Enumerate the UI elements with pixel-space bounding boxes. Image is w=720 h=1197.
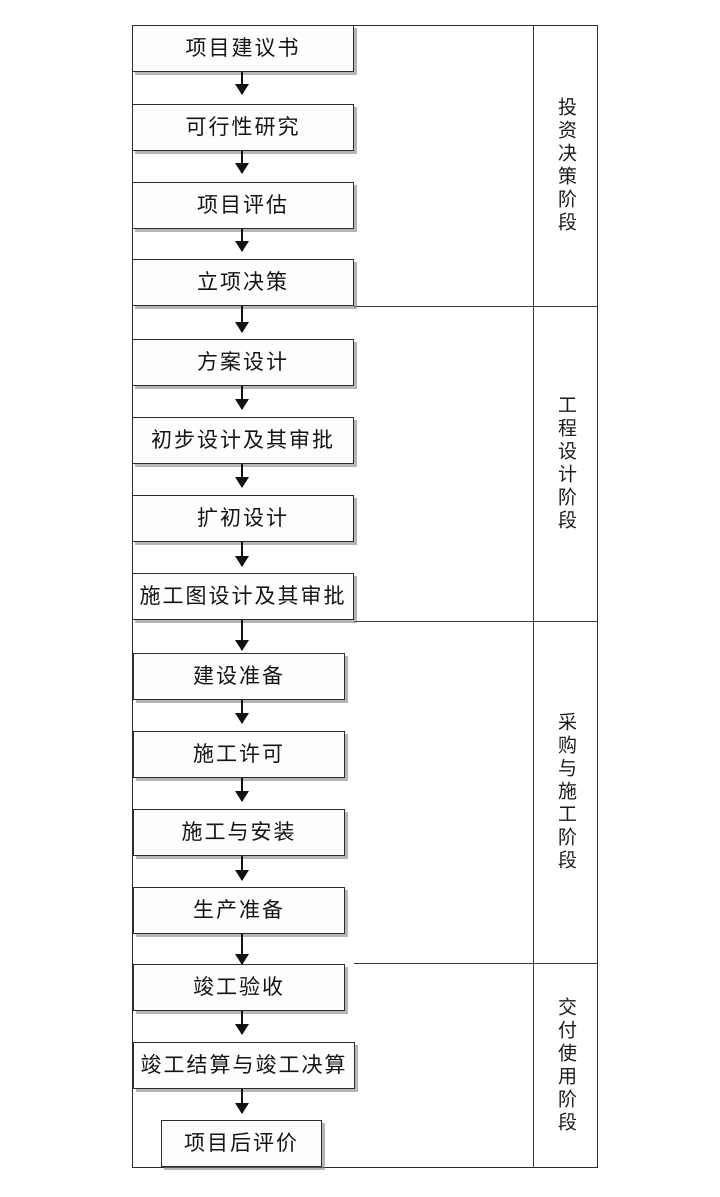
stage-divider-1 — [354, 306, 598, 307]
flow-node-label: 初步设计及其审批 — [151, 428, 335, 452]
flow-node-label: 方案设计 — [197, 350, 289, 374]
flow-node-construction-and-installation[interactable]: 施工与安装 — [133, 809, 345, 856]
flow-node-extended-preliminary-design[interactable]: 扩初设计 — [132, 495, 354, 542]
flow-node-label: 项目建议书 — [185, 36, 301, 60]
stage-label-investment-decision: 投资决策阶段 — [533, 25, 598, 306]
flow-node-project-proposal[interactable]: 项目建议书 — [132, 25, 354, 72]
flow-node-label: 可行性研究 — [185, 115, 301, 139]
stage-label-delivery-use: 交付使用阶段 — [533, 963, 598, 1168]
flow-arrow-6 — [241, 464, 244, 487]
flow-node-feasibility-study[interactable]: 可行性研究 — [132, 104, 354, 151]
flow-node-label: 生产准备 — [193, 898, 285, 922]
flow-arrow-7 — [241, 542, 244, 566]
flow-arrow-5 — [241, 386, 244, 409]
flow-node-completion-acceptance[interactable]: 竣工验收 — [133, 964, 345, 1011]
flow-node-label: 施工图设计及其审批 — [139, 584, 347, 608]
flow-arrow-2 — [241, 151, 244, 173]
flow-arrow-10 — [241, 778, 244, 801]
flow-node-label: 立项决策 — [197, 270, 289, 294]
flow-node-label: 施工与安装 — [181, 820, 297, 844]
flow-arrow-3 — [241, 229, 244, 251]
flow-node-scheme-design[interactable]: 方案设计 — [132, 339, 354, 386]
flow-arrow-12 — [241, 934, 244, 964]
flow-arrow-4 — [241, 306, 244, 332]
flow-arrow-14 — [241, 1089, 244, 1113]
flow-node-production-preparation[interactable]: 生产准备 — [133, 887, 345, 934]
stage-label-text: 工程设计阶段 — [555, 394, 576, 533]
flow-arrow-11 — [241, 856, 244, 880]
stage-divider-2 — [354, 621, 598, 622]
stage-divider-3 — [354, 963, 598, 964]
flow-arrow-1 — [241, 72, 244, 94]
flow-node-label: 竣工验收 — [193, 975, 285, 999]
flow-node-label: 项目评估 — [197, 193, 289, 217]
flow-node-label: 项目后评价 — [184, 1131, 299, 1155]
stage-column-divider — [533, 25, 534, 1168]
flow-arrow-8 — [241, 620, 244, 650]
flow-node-label: 扩初设计 — [197, 506, 289, 530]
flow-node-post-project-evaluation[interactable]: 项目后评价 — [161, 1120, 322, 1167]
stage-label-engineering-design: 工程设计阶段 — [533, 306, 598, 621]
flow-node-preliminary-design-approval[interactable]: 初步设计及其审批 — [132, 417, 354, 464]
flow-node-construction-preparation[interactable]: 建设准备 — [133, 653, 345, 700]
flow-node-project-appraisal[interactable]: 项目评估 — [132, 182, 354, 229]
stage-label-procurement-construction: 采购与施工阶段 — [533, 621, 598, 963]
stage-label-text: 投资决策阶段 — [555, 96, 576, 235]
flow-node-construction-drawing-approval[interactable]: 施工图设计及其审批 — [132, 573, 354, 620]
flow-node-label: 竣工结算与竣工决算 — [140, 1053, 348, 1077]
flow-arrow-9 — [241, 700, 244, 723]
flow-arrow-13 — [241, 1011, 244, 1034]
flow-node-final-settlement-and-accounts[interactable]: 竣工结算与竣工决算 — [133, 1042, 355, 1089]
flow-node-label: 施工许可 — [193, 742, 285, 766]
stage-label-text: 交付使用阶段 — [555, 996, 576, 1135]
stage-label-text: 采购与施工阶段 — [555, 711, 576, 873]
flow-node-approval-decision[interactable]: 立项决策 — [132, 259, 354, 306]
flow-node-construction-permit[interactable]: 施工许可 — [133, 731, 345, 778]
flow-node-label: 建设准备 — [193, 664, 285, 688]
